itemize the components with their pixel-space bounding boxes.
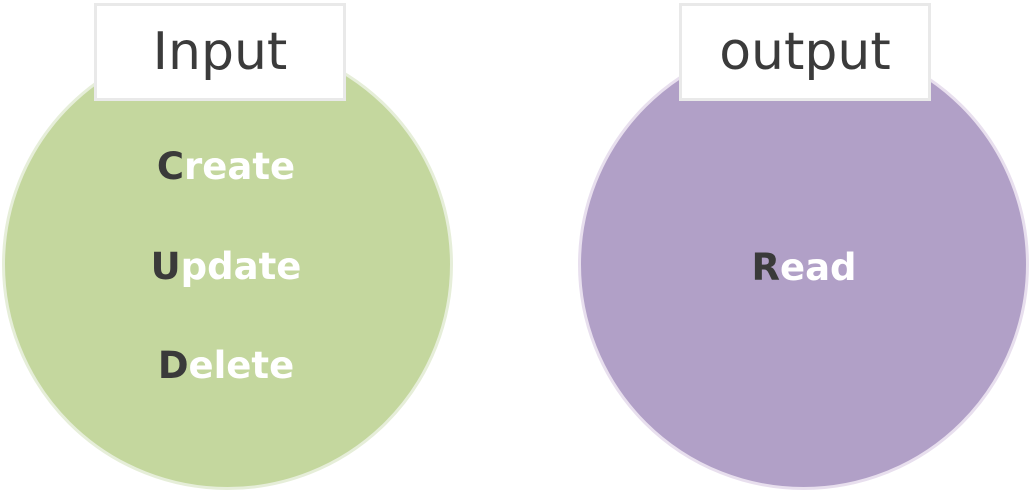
operation-create: Create [157,148,295,185]
input-title-box: Input [94,3,346,101]
output-circle [578,39,1029,490]
operation-delete-initial: D [157,344,189,387]
input-circle [2,39,453,490]
operation-read-initial: R [751,246,780,289]
output-title-box: output [679,3,931,101]
operation-update: Update [151,248,302,285]
operation-read: Read [751,249,856,286]
operation-delete: Delete [158,347,294,384]
output-title: output [719,22,891,82]
operation-update-initial: U [150,245,181,288]
input-title: Input [152,22,288,82]
operation-create-initial: C [156,145,185,188]
operation-delete-rest: elete [188,344,295,387]
operation-read-rest: ead [779,246,857,289]
operation-create-rest: reate [184,145,296,188]
operation-update-rest: pdate [180,245,302,288]
